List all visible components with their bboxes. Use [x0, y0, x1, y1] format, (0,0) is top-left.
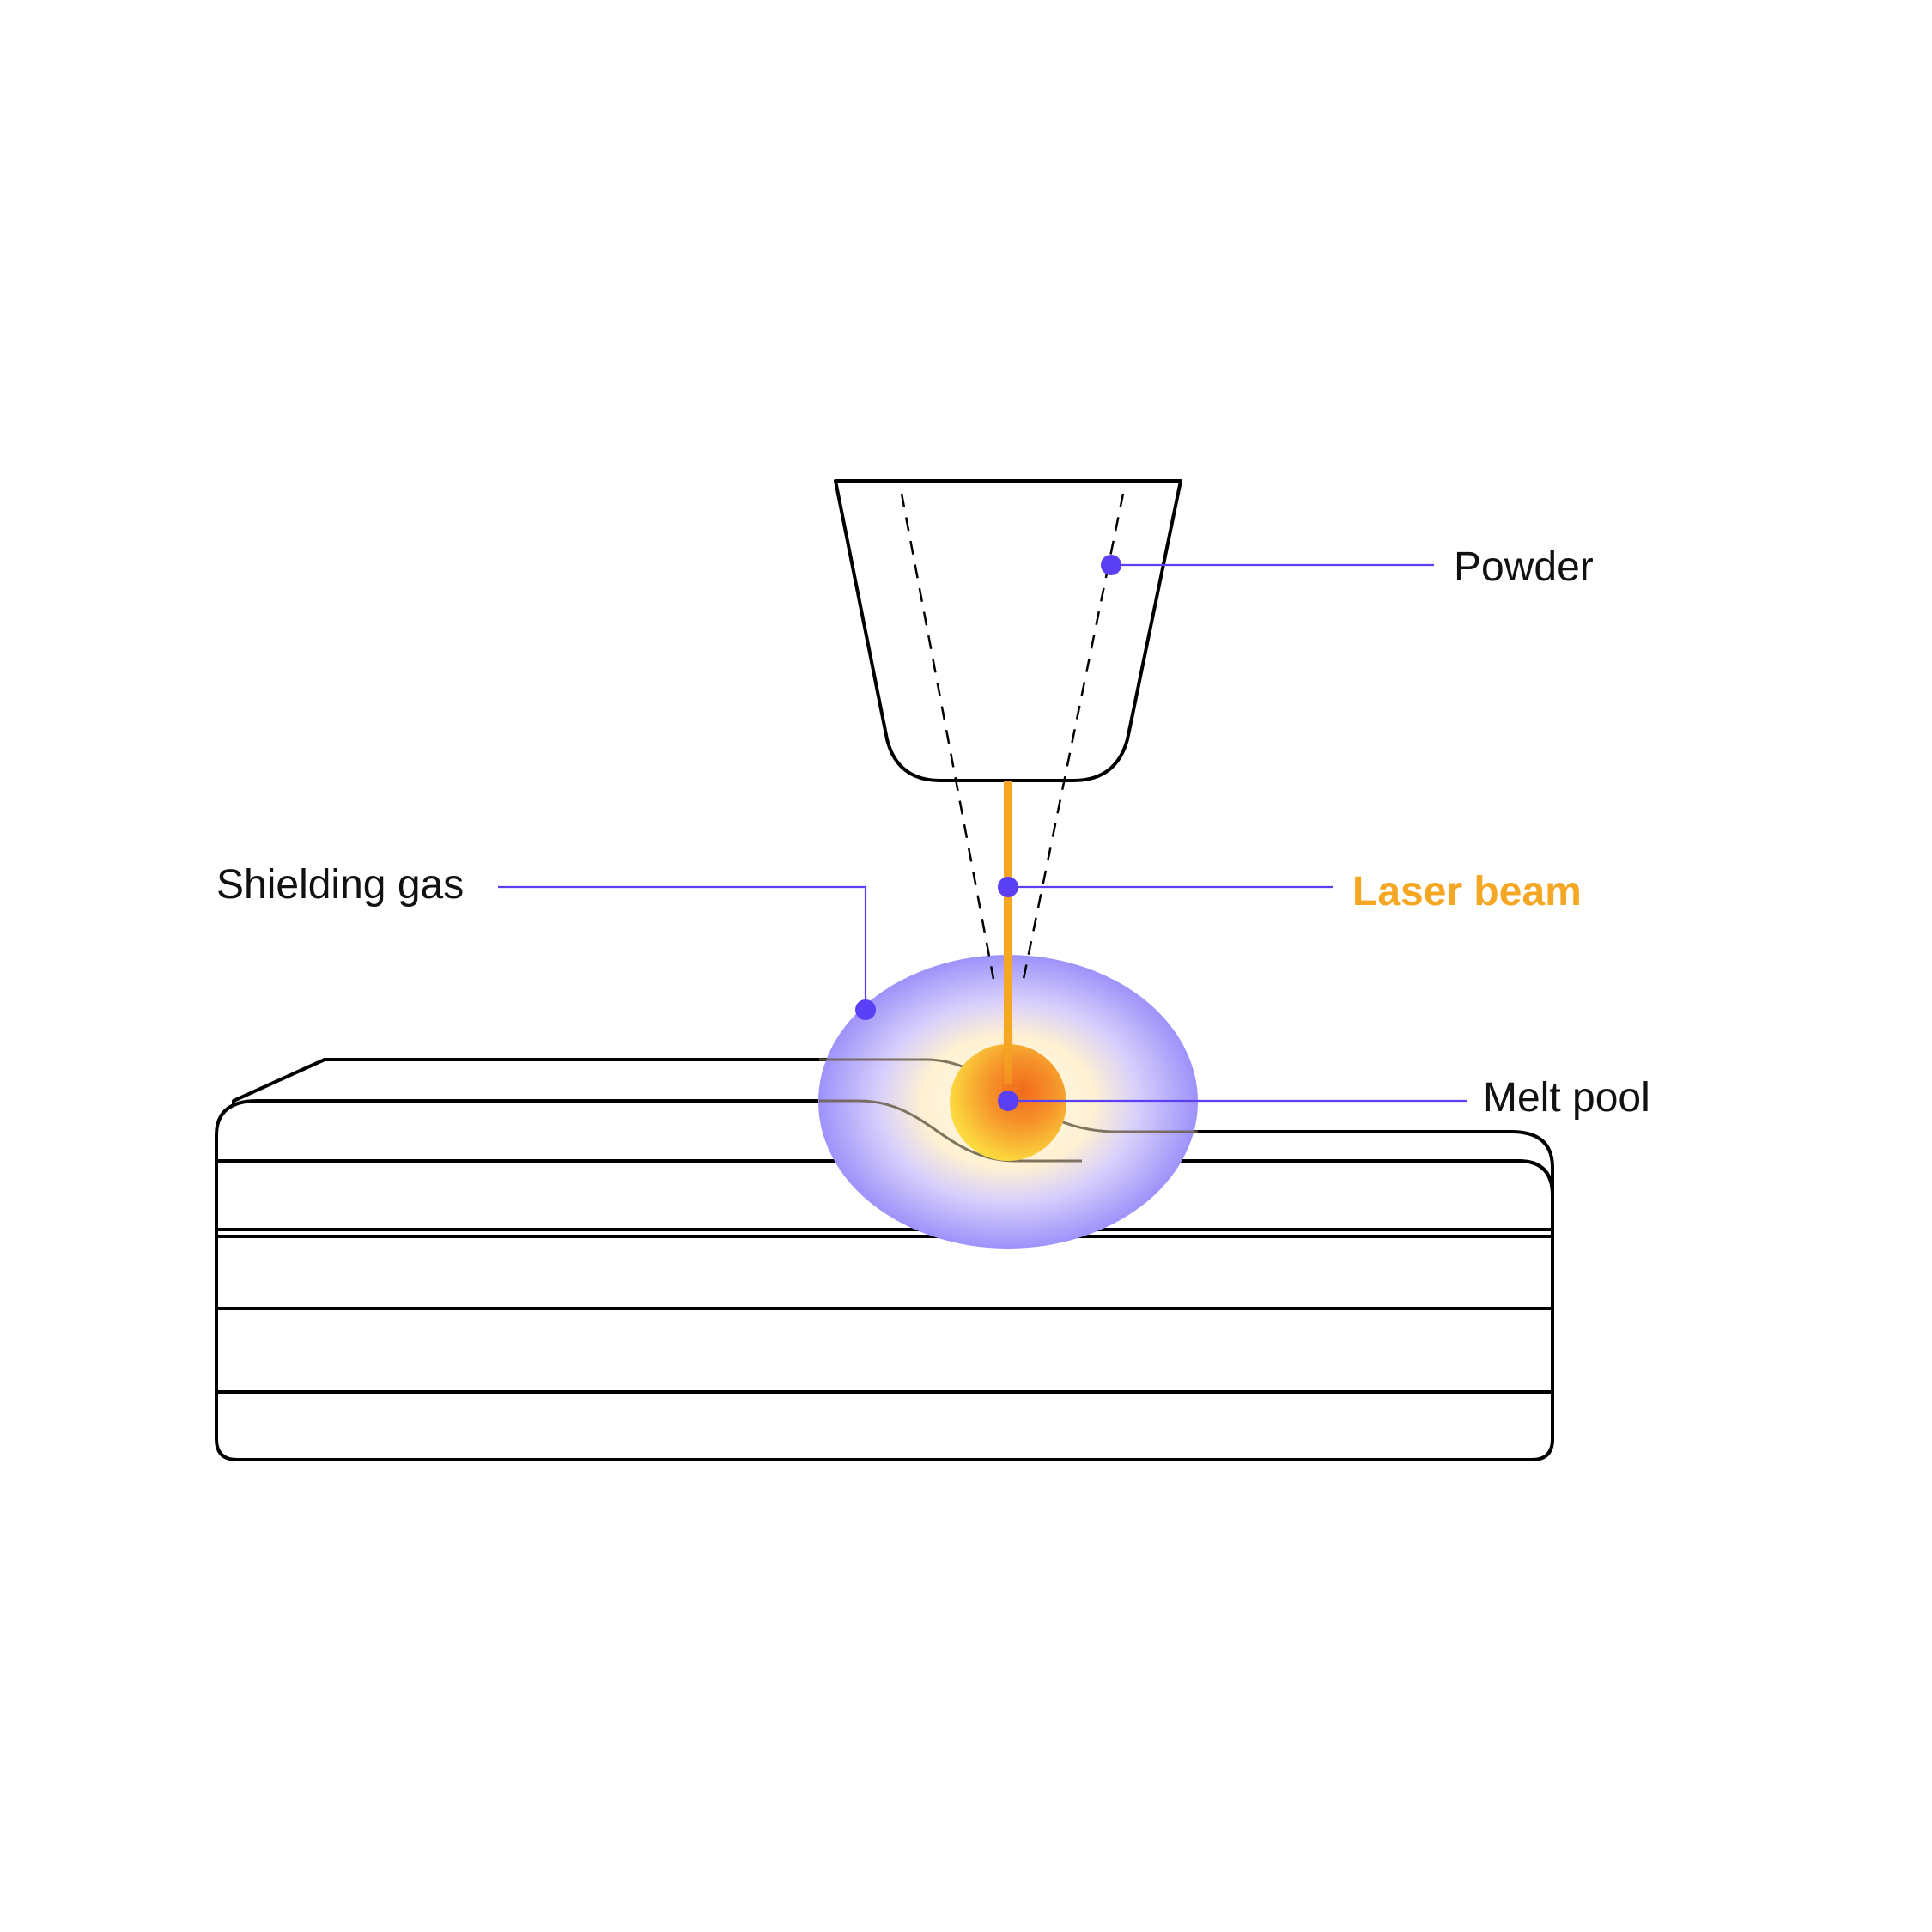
melt-pool-marker-icon — [998, 1091, 1018, 1111]
callout-melt-pool: Melt pool — [998, 1075, 1650, 1121]
powder-label: Powder — [1454, 544, 1594, 590]
nozzle — [834, 479, 1182, 782]
laser-beam-marker-icon — [998, 877, 1018, 897]
callout-laser-beam: Laser beam — [998, 869, 1582, 914]
callout-powder: Powder — [1101, 544, 1594, 590]
laser-beam-label: Laser beam — [1352, 869, 1582, 914]
callout-shielding-gas: Shielding gas — [216, 862, 876, 1020]
powder-marker-icon — [1101, 555, 1121, 575]
shielding-gas-marker-icon — [855, 999, 876, 1020]
melt-pool-label: Melt pool — [1483, 1075, 1650, 1121]
shielding-gas-label: Shielding gas — [216, 862, 464, 908]
powder-streams — [900, 493, 1125, 980]
laser-beam-glow — [1002, 1030, 1014, 1091]
